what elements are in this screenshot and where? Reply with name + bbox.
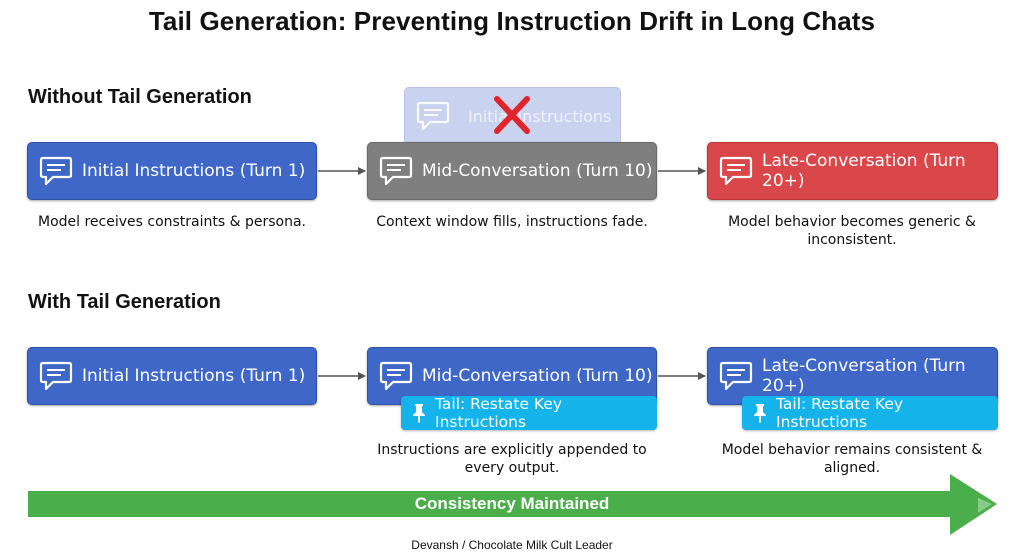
box-initial-instructions-with: Initial Instructions (Turn 1) [27,347,317,405]
box-late-conversation-without: Late-Conversation (Turn 20+) [707,142,998,200]
box-label: Late-Conversation (Turn 20+) [762,356,966,396]
box-initial-instructions-without: Initial Instructions (Turn 1) [27,142,317,200]
diagram-title: Tail Generation: Preventing Instruction … [148,6,876,36]
footer-credit: Devansh / Chocolate Milk Cult Leader [411,538,613,552]
pin-icon [410,403,428,423]
tail-badge-mid: Tail: Restate Key Instructions [401,395,657,431]
chat-bubble-icon [39,155,73,187]
chat-bubble-icon [719,155,753,187]
tail-label: Tail: Restate Key Instructions [776,395,904,431]
box-label: Initial Instructions (Turn 1) [82,161,306,181]
box-mid-conversation-without: Mid-Conversation (Turn 10) [367,142,657,200]
caption-mid-with: Instructions are explicitly appended to … [377,442,647,476]
tail-badge-late: Tail: Restate Key Instructions [742,395,998,431]
chat-bubble-icon [719,360,753,392]
box-label: Mid-Conversation (Turn 10) [422,161,653,181]
banner-label: Consistency Maintained [414,494,610,513]
section-heading-with: With Tail Generation [28,291,221,313]
consistency-arrow [28,474,997,535]
section-heading-without: Without Tail Generation [28,86,252,108]
box-label: Initial Instructions (Turn 1) [82,366,306,386]
chat-bubble-icon [416,100,450,132]
chat-bubble-icon [379,155,413,187]
chat-bubble-icon [379,360,413,392]
caption-initial-without: Model receives constraints & persona. [37,214,307,230]
tail-label: Tail: Restate Key Instructions [435,395,563,431]
box-label: Mid-Conversation (Turn 10) [422,366,653,386]
cross-icon [494,96,530,134]
chat-bubble-icon [39,360,73,392]
caption-late-without: Model behavior becomes generic & inconsi… [728,214,976,248]
caption-late-with: Model behavior remains consistent & alig… [721,442,983,476]
box-label: Late-Conversation (Turn 20+) [762,151,966,191]
pin-icon [751,403,769,423]
caption-mid-without: Context window fills, instructions fade. [376,214,648,230]
box-mid-conversation-with: Mid-Conversation (Turn 10) [367,347,657,405]
